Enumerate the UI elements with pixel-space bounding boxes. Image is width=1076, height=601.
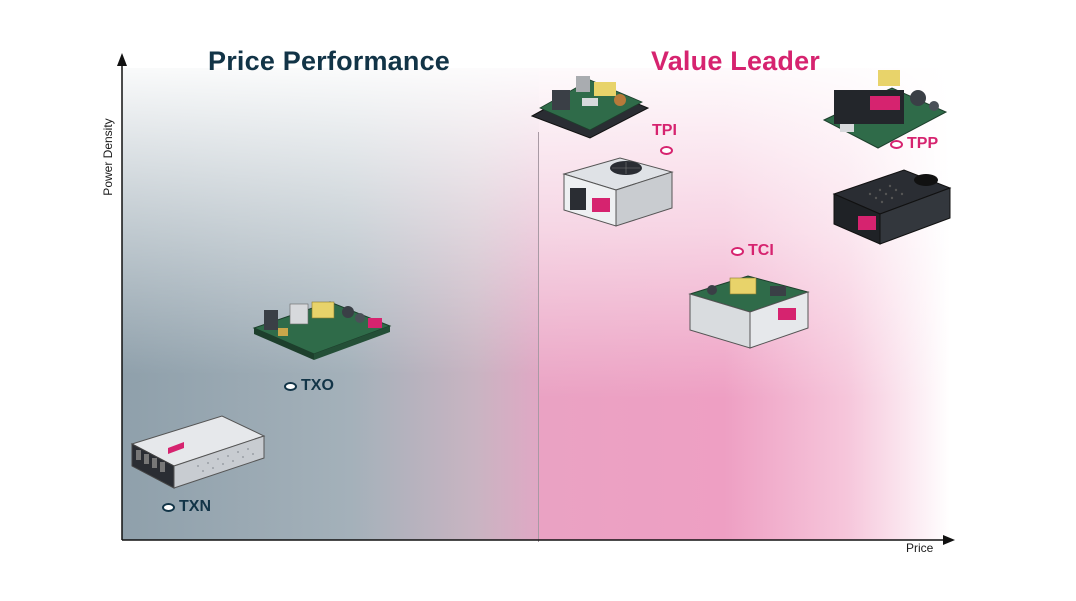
marker-icon	[659, 146, 673, 155]
tci-product-image	[688, 275, 810, 349]
x-axis-arrow-icon	[943, 535, 955, 545]
marker-icon	[162, 502, 175, 512]
y-axis-label: Power Density	[101, 118, 115, 196]
quadrant-divider	[538, 132, 539, 542]
marker-icon	[284, 381, 297, 391]
product-label-tpi: TPI	[652, 122, 677, 155]
enclosed-psu-icon	[130, 415, 266, 489]
product-label-text: TXN	[179, 498, 211, 515]
marker-icon	[731, 246, 744, 256]
product-label-text: TCI	[748, 242, 774, 259]
value-leader-title: Value Leader	[651, 46, 820, 76]
open-frame-psu-icon	[822, 70, 948, 149]
fan-enclosed-psu-icon	[832, 169, 952, 245]
txn-product-image	[130, 415, 266, 489]
tpi-fan-enclosed-image	[562, 157, 674, 227]
fan-enclosed-psu-icon	[562, 157, 674, 227]
enclosed-psu-icon	[688, 275, 810, 349]
tpp-open-frame-image	[822, 70, 948, 149]
product-label-text: TPP	[907, 135, 939, 152]
tpp-fan-enclosed-image	[832, 169, 952, 245]
marker-icon	[890, 139, 903, 149]
y-axis-arrow-icon	[117, 53, 127, 66]
tpi-open-frame-image	[530, 76, 650, 139]
x-axis-label: Price	[906, 541, 934, 555]
open-frame-psu-icon	[252, 301, 392, 360]
product-label-text: TXO	[301, 377, 334, 394]
product-label-txn: TXN	[162, 498, 211, 516]
open-frame-psu-icon	[530, 76, 650, 139]
product-label-txo: TXO	[284, 377, 334, 395]
product-label-text: TPI	[652, 122, 677, 139]
txo-product-image	[252, 301, 392, 360]
product-label-tpp: TPP	[890, 135, 938, 153]
price-performance-title: Price Performance	[208, 46, 451, 76]
product-label-tci: TCI	[731, 242, 774, 260]
